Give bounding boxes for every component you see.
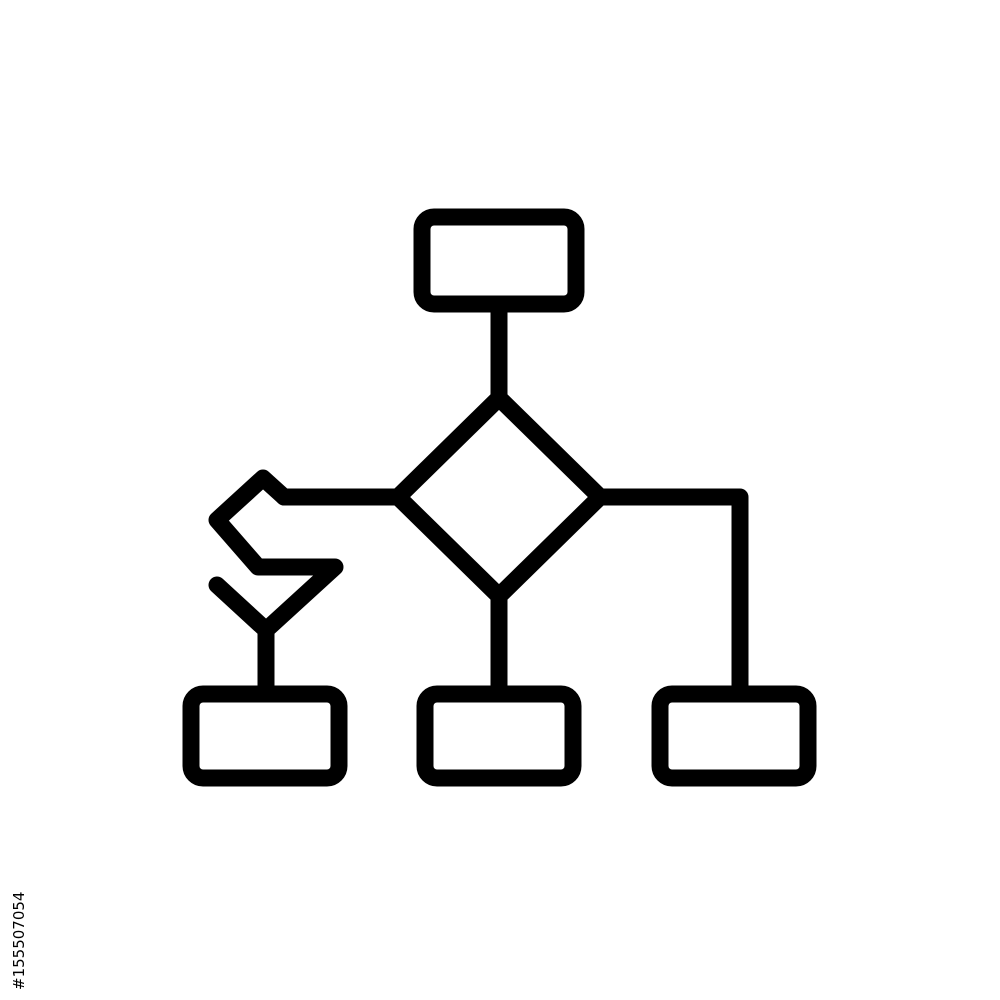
bottom-right-process-box (651, 685, 817, 787)
bottom-middle-process-box (416, 685, 582, 787)
bottom-left-process-box (182, 685, 348, 787)
decision-to-right-connector (591, 488, 749, 701)
top-process-box (413, 208, 585, 313)
watermark-id-text: #155507054 (10, 891, 28, 990)
decision-diamond (389, 389, 609, 605)
